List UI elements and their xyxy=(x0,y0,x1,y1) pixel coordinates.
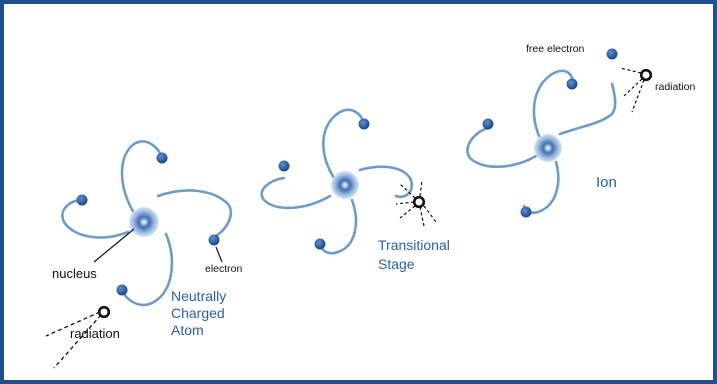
nucleus xyxy=(331,171,359,199)
orbits-atom-2 xyxy=(260,108,414,255)
free-electron-dot xyxy=(606,48,618,60)
free-electron-label: free electron xyxy=(526,43,585,55)
electron-dot xyxy=(520,206,532,218)
nucleus-label: nucleus xyxy=(52,266,97,281)
electron-dot xyxy=(482,118,494,130)
ion-caption: Ion xyxy=(596,174,617,191)
nucleus xyxy=(129,207,159,237)
caption-line: Stage xyxy=(378,256,415,272)
electron-dot xyxy=(566,78,578,90)
radiation-label: radiation xyxy=(655,81,695,93)
radiation-label: radiation xyxy=(70,326,120,341)
atom-transitional: Transitional Stage xyxy=(260,108,450,272)
caption-line: Transitional xyxy=(378,237,450,253)
electron-label: electron xyxy=(205,263,243,275)
nucleus xyxy=(534,134,562,162)
atom-ion: free electron radiation Ion xyxy=(466,43,695,218)
electron-dot xyxy=(278,160,290,172)
caption-line: Charged xyxy=(171,305,225,321)
electron-dot xyxy=(314,238,326,250)
electron-dot xyxy=(208,234,220,246)
electron-dot xyxy=(76,194,88,206)
electron-dot xyxy=(116,284,128,296)
orbits-atom-1 xyxy=(61,140,233,307)
caption-line: Neutrally xyxy=(171,288,226,304)
radiation-photon-3 xyxy=(619,67,653,113)
electron-pointer xyxy=(215,246,223,263)
caption-line: Atom xyxy=(171,322,204,338)
atom-neutral: nucleus electron radiation Neutrally Cha… xyxy=(45,140,243,369)
nucleus-pointer xyxy=(93,228,135,263)
electron-dot xyxy=(358,118,370,130)
radiation-photon-1 xyxy=(45,305,111,369)
radiation-photon-2 xyxy=(395,179,437,227)
electron-dot xyxy=(156,152,168,164)
